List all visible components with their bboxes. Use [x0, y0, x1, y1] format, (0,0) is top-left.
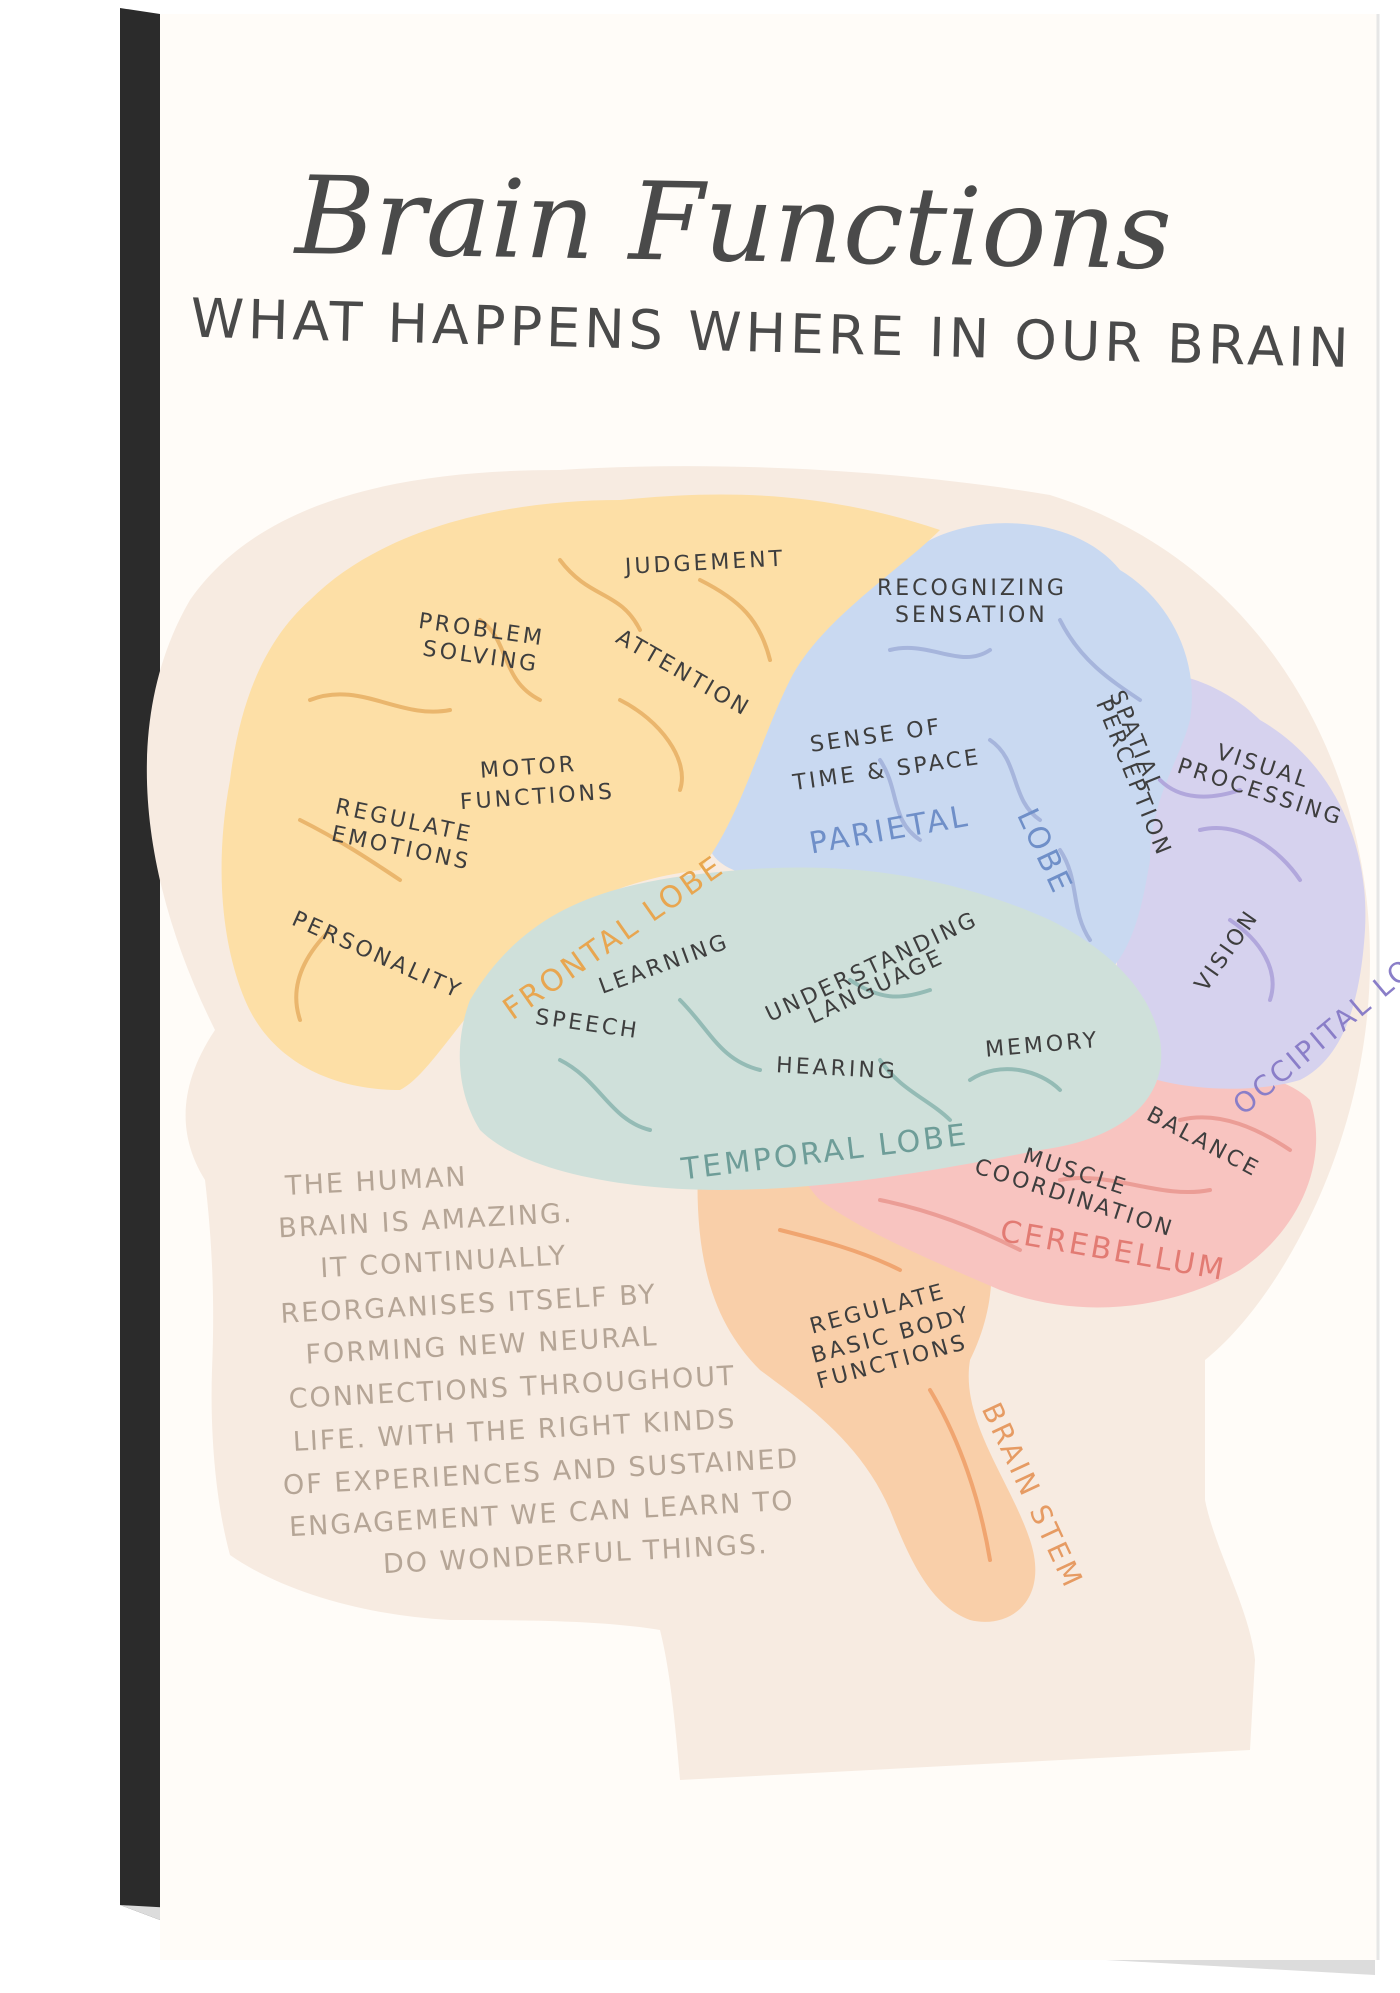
- canvas-left-edge: [120, 8, 160, 1920]
- temporal-region: [459, 867, 1162, 1190]
- brainstem-folds: [778, 1228, 992, 1562]
- cerebellum-folds: [878, 1115, 1292, 1252]
- temporal-folds: [558, 978, 1062, 1132]
- parietal-function-recognizing: Recognizing: [877, 576, 1067, 601]
- occipital-folds: [1158, 778, 1302, 1002]
- parietal-folds: [878, 618, 1142, 942]
- occipital-region: [1115, 673, 1366, 1089]
- frontal-region: [221, 494, 940, 1090]
- parietal-function-sensation: Sensation: [895, 603, 1048, 628]
- poster-title: Brain Functions: [292, 154, 1172, 294]
- frontal-folds: [294, 558, 772, 1022]
